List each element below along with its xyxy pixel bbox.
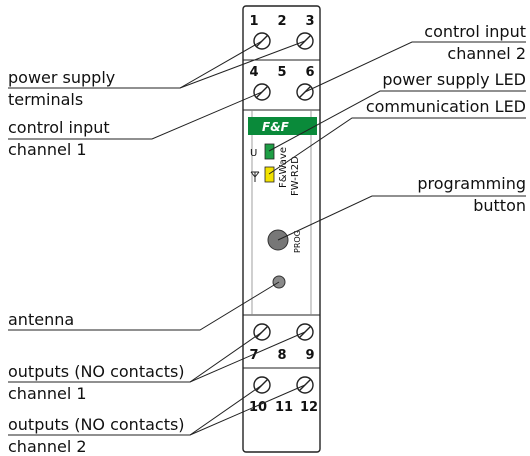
label-power-supply-terminals: terminals <box>8 90 83 109</box>
leader-control-input-ch1 <box>8 91 263 140</box>
label-outputs-ch2: outputs (NO contacts) <box>8 415 185 434</box>
leader-programming <box>277 195 526 241</box>
terminal-5: 5 <box>277 65 286 80</box>
terminal-7: 7 <box>249 348 258 363</box>
logo-bar <box>248 117 317 135</box>
brand-name: F&Wave <box>278 147 289 188</box>
leader-outputs-ch1 <box>189 331 306 383</box>
leader-control-input-ch2 <box>304 41 526 93</box>
label-communication-led: communication LED <box>366 97 526 116</box>
power-supply-led <box>264 143 275 160</box>
label-outputs-ch2-channel: channel 2 <box>8 437 87 456</box>
label-outputs-ch1-channel: channel 1 <box>8 384 87 403</box>
prog-label: PROG <box>293 230 302 253</box>
terminal-1: 1 <box>249 14 258 29</box>
label-antenna: antenna <box>8 310 74 329</box>
terminal-3: 3 <box>305 14 314 29</box>
label-programming: programming <box>417 174 526 193</box>
label-power-supply-led: power supply LED <box>382 70 526 89</box>
communication-led <box>264 166 275 183</box>
leader-communication-led <box>268 117 526 175</box>
terminal-4: 4 <box>249 65 258 80</box>
terminal-12: 12 <box>300 400 318 415</box>
label-programming-button: button <box>473 196 526 215</box>
label-control-input-ch2: control input <box>424 22 526 41</box>
led-u-label: U <box>250 148 257 159</box>
label-control-input-ch1-channel: channel 1 <box>8 140 87 159</box>
terminal-6: 6 <box>305 65 314 80</box>
leader-outputs-ch2 <box>189 384 306 436</box>
brand-logo: F&F <box>262 120 290 134</box>
label-power-supply: power supply <box>8 68 115 87</box>
leader-power-supply <box>179 40 306 89</box>
label-control-input-ch1: control input <box>8 118 110 137</box>
model-name: FW-R2D <box>290 156 301 196</box>
antenna-symbol-icon <box>250 171 260 182</box>
leader-antenna <box>8 281 280 331</box>
terminal-8: 8 <box>277 348 286 363</box>
label-outputs-ch1: outputs (NO contacts) <box>8 362 185 381</box>
terminal-11: 11 <box>275 400 293 415</box>
terminal-9: 9 <box>305 348 314 363</box>
leader-power-supply-led <box>268 90 526 152</box>
label-control-input-ch2-channel: channel 2 <box>447 44 526 63</box>
terminal-2: 2 <box>277 14 286 29</box>
